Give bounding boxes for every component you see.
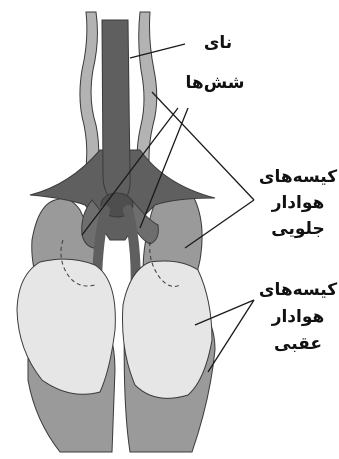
trachea [102,20,130,198]
posterior-thoracic-air-sac-right [123,261,213,398]
label-posterior-air-sacs-line1: کیسه‌های [259,280,337,300]
label-anterior-air-sacs-line3: جلویی [271,219,324,239]
label-posterior-air-sacs-line3: عقبی [274,334,322,354]
label-posterior-air-sacs-line2: هوادار [271,307,325,327]
label-trachea: نای [204,33,232,53]
label-anterior-air-sacs-line1: کیسه‌های [259,167,337,187]
leader-posterior-sacs-2 [208,300,254,372]
label-lungs: شش‌ها [186,73,245,93]
neck-air-sac-left [80,12,99,175]
label-anterior-air-sacs-line2: هوادار [271,193,325,213]
leader-trachea [130,44,185,58]
